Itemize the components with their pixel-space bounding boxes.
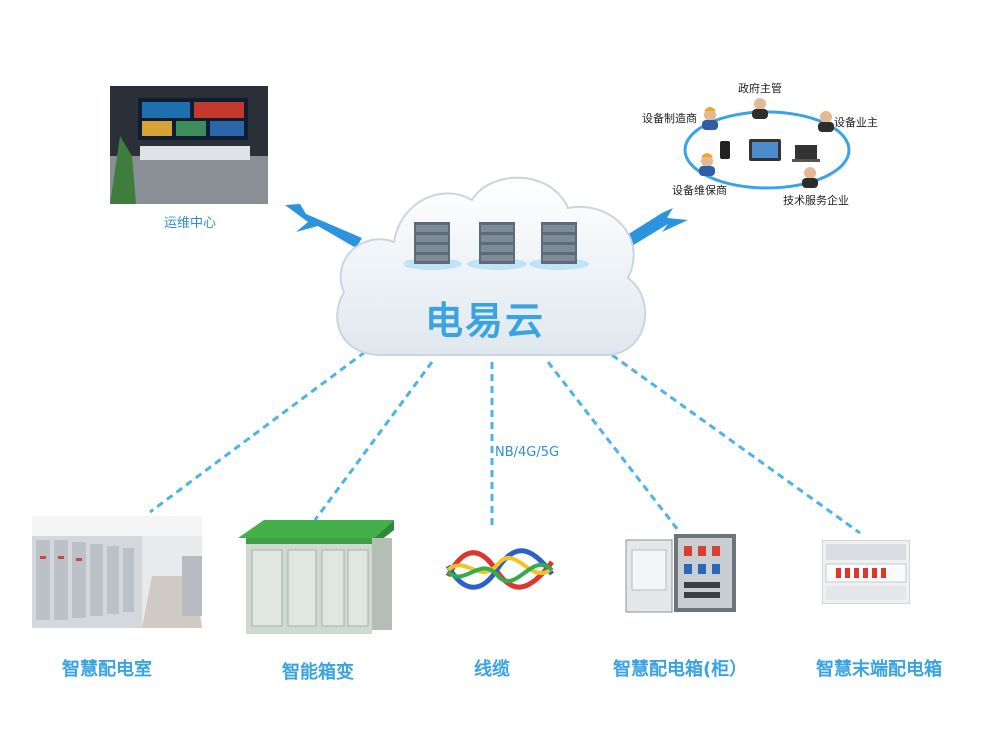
arrow-to-ops-center-icon [285,204,362,248]
role-label-government: 政府主管 [738,82,782,95]
role-label-tech-service: 技术服务企业 [783,194,849,207]
role-label-manufacturer: 设备制造商 [642,112,697,125]
stakeholder-ring [683,98,851,190]
person-icon [752,98,768,119]
person-icon [802,167,818,188]
substation-room-image [32,516,202,628]
distribution-cabinet-image [624,530,738,614]
role-label-maintainer: 设备维保商 [672,184,727,197]
server-icon [529,222,589,270]
server-icon [402,222,462,270]
link-to-terminal-box [611,353,861,535]
server-icon [467,222,527,270]
link-to-box-transformer [313,361,434,521]
server-group [402,218,594,274]
network-label: NB/4G/5G [495,445,560,460]
laptop-icon [795,145,817,159]
device-label-distribution-cabinet: 智慧配电箱(柜） [613,659,748,680]
person-icon [702,107,718,130]
device-label-box-transformer: 智能箱变 [282,662,354,683]
link-to-distribution-cabinet [546,361,680,531]
device-label-substation-room: 智慧配电室 [62,659,152,680]
box-transformer-image [236,516,396,636]
person-icon [818,111,834,132]
ops-center-label: 运维中心 [164,216,217,231]
person-icon [699,153,715,176]
arrow-to-stakeholders-icon [616,208,688,252]
cloud-title: 电易云 [425,299,546,343]
device-label-terminal-box: 智慧末端配电箱 [816,659,942,680]
link-to-substation-room [149,350,366,514]
cable-image [444,540,556,596]
phone-icon [720,141,730,159]
terminal-box-image [821,539,911,605]
ops-center-image [110,86,268,204]
device-label-cable: 线缆 [474,659,510,680]
role-label-owner: 设备业主 [834,116,878,129]
